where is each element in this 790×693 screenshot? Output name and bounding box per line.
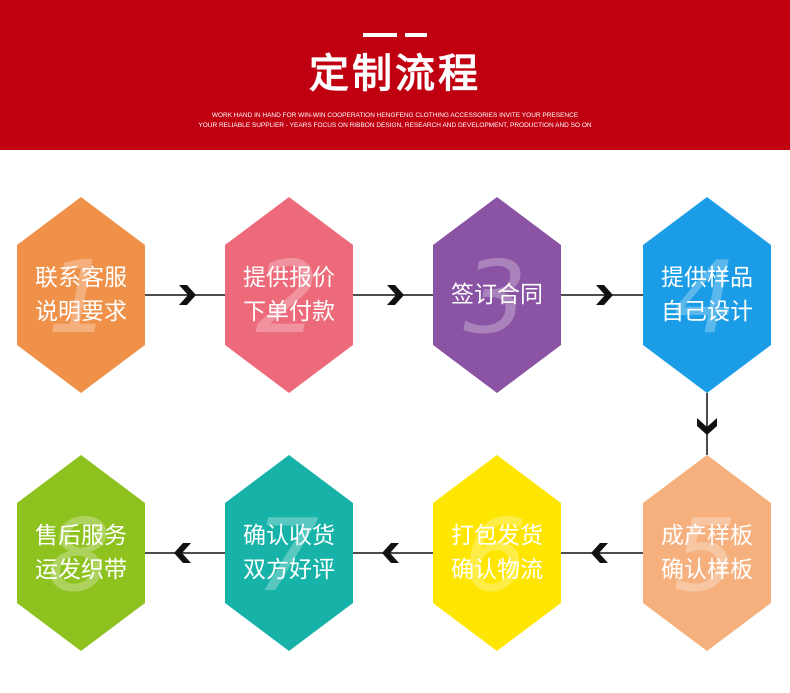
step-label-line-2: 自己设计 xyxy=(661,299,753,325)
chevron-left-icon xyxy=(174,543,191,563)
subtitle-line-2: YOUR RELIABLE SUPPLIER - YEARS FOCUS ON … xyxy=(198,122,592,129)
hexagon-shape xyxy=(643,455,771,651)
title-dash-right xyxy=(405,33,427,37)
hexagon-shape xyxy=(433,197,561,393)
step-label-line-2: 运发织带 xyxy=(35,557,127,583)
step-number: 3 xyxy=(463,239,527,356)
chevron-down-icon xyxy=(697,418,717,435)
hexagon-shape xyxy=(17,455,145,651)
hexagon-shape xyxy=(225,197,353,393)
step-label-line-2: 双方好评 xyxy=(243,557,335,583)
hexagon-shape xyxy=(433,455,561,651)
step-label-line-2: 下单付款 xyxy=(243,299,335,325)
step-label-line-1: 签订合同 xyxy=(451,282,543,308)
hexagon-shape xyxy=(225,455,353,651)
step-number: 2 xyxy=(255,239,319,356)
step-label-line-1: 确认收货 xyxy=(243,523,335,549)
hexagon-shape xyxy=(643,197,771,393)
step-label-line-2: 确认样板 xyxy=(661,557,753,583)
step-label-line-1: 成产样板 xyxy=(661,523,753,549)
step-label-line-1: 打包发货 xyxy=(451,523,543,549)
chevron-right-icon xyxy=(179,285,196,305)
page-title: 定制流程 xyxy=(309,51,481,97)
step-label-line-2: 确认物流 xyxy=(451,557,543,583)
step-number: 6 xyxy=(463,497,527,614)
step-number: 1 xyxy=(47,239,111,356)
step-number: 5 xyxy=(673,497,737,614)
step-label-line-1: 提供样品 xyxy=(661,265,753,291)
step-label-line-1: 售后服务 xyxy=(35,523,127,549)
step-label-line-1: 联系客服 xyxy=(35,265,127,291)
step-label-line-1: 提供报价 xyxy=(243,265,335,291)
step-number: 8 xyxy=(47,497,111,614)
header-banner: 定制流程 WORK HAND IN HAND FOR WIN-WIN COOPE… xyxy=(0,0,790,150)
hexagon-shape xyxy=(17,197,145,393)
title-dash-left xyxy=(363,33,397,37)
step-number: 4 xyxy=(673,239,737,356)
chevron-left-icon xyxy=(591,543,608,563)
subtitle-line-1: WORK HAND IN HAND FOR WIN-WIN COOPERATIO… xyxy=(211,112,579,119)
step-label-line-2: 说明要求 xyxy=(35,299,127,325)
chevron-right-icon xyxy=(596,285,613,305)
chevron-right-icon xyxy=(387,285,404,305)
chevron-left-icon xyxy=(382,543,399,563)
step-number: 7 xyxy=(255,497,319,614)
